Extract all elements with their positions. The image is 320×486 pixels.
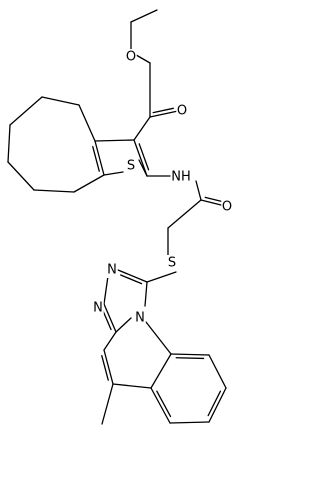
amide-carbonyl-oxygen-label-text: O — [222, 200, 232, 215]
triazole-n2-n3-bond — [103, 275, 109, 305]
cyclohept-bond-5 — [7, 161, 35, 191]
ester-c-o-double-bond-second — [152, 107, 174, 114]
thioether-sulfur-label: S — [166, 255, 178, 271]
amide-nitrogen-label-text: NH — [171, 170, 191, 185]
cyclohept-bond-2 — [41, 96, 80, 106]
benzene-bond-5 — [150, 387, 171, 424]
thioether-sulfur-label-text: S — [168, 256, 176, 271]
triazole-nitrogen-1-label-text: N — [107, 263, 117, 278]
thiophene-c2-c3-double-bond-second — [138, 143, 150, 171]
ester-ether-oxygen-label: O — [125, 49, 137, 65]
thiophene-c3a-c7a-double-bond — [94, 140, 105, 176]
cyclohept-bond-6 — [33, 189, 75, 193]
chemical-structure-diagram: O O S NH O S N N N — [7, 9, 233, 425]
benzene-bond-3 — [208, 387, 227, 423]
cyclohept-bond-1 — [78, 104, 96, 142]
triazole-n3-c3a-double-bond — [103, 303, 117, 333]
methyl-bond — [101, 383, 114, 425]
ethyl-ch3-bond — [130, 9, 158, 23]
bridgehead-nitrogen-label: N — [134, 310, 146, 326]
triazole-c1-n2-double-bond-second — [120, 274, 143, 285]
benzene-bond-5-second — [156, 390, 172, 418]
thiophene-c3-c3a-bond — [94, 139, 135, 142]
ester-carbonyl-oxygen-label: O — [176, 103, 188, 119]
bridgehead-nitrogen-label-text: N — [135, 311, 145, 326]
amide-c-o-double-bond-second — [204, 196, 224, 203]
nh-carbonyl-bond — [195, 180, 202, 201]
thiophene-c3a-c7a-double-bond-second — [92, 146, 100, 172]
cyclohept-bond-4 — [7, 124, 11, 163]
ester-ether-oxygen-label-text: O — [126, 50, 136, 65]
benzene-bond-2 — [208, 354, 227, 389]
amide-carbonyl-oxygen-label: O — [221, 199, 233, 215]
benzene-bond-1 — [170, 353, 210, 356]
benzene-bond-1-second — [175, 357, 205, 360]
pyridine-c9a-n-bond — [145, 321, 172, 355]
pyridine-c4-c5-double-bond-second — [101, 355, 109, 381]
ester-carbonyl-oxygen-label-text: O — [177, 104, 187, 119]
benzene-bond-4 — [169, 421, 210, 424]
atom-label-layer: O O S NH O S N N N — [92, 49, 233, 326]
carbonyl-ch2-bond — [167, 199, 202, 229]
triazole-c1-n2-double-bond — [117, 269, 148, 283]
pyridine-c4-c5-double-bond — [103, 349, 114, 385]
triazole-n4-c1-bond — [144, 281, 148, 307]
bond-layer — [7, 9, 227, 425]
amide-nitrogen-label: NH — [171, 169, 191, 185]
thiophene-sulfur-label: S — [125, 158, 137, 174]
triazole-c3a-n4-bond — [115, 317, 132, 333]
amide-c-o-double-bond — [200, 199, 226, 207]
triazole-nitrogen-2-label-text: N — [93, 301, 103, 316]
s-triazole-bond — [146, 271, 177, 283]
triazole-n3-c3a-double-bond-second — [101, 308, 112, 331]
pyridine-c3a-c4-bond — [103, 331, 117, 351]
thiophene-c3-carboxyl-bond — [133, 116, 151, 141]
pyridine-c5a-c9a-bond — [150, 353, 172, 389]
triazole-nitrogen-2-label: N — [92, 300, 104, 316]
cyclohept-bond-7 — [73, 174, 105, 193]
benzene-bond-3-second — [207, 390, 222, 417]
thiophene-c2-c3-double-bond — [133, 139, 148, 177]
ester-c-o-double-bond — [149, 110, 179, 118]
cyclohept-bond-3 — [9, 96, 43, 126]
thiophene-c7a-s-bond — [103, 171, 124, 176]
triazole-nitrogen-1-label: N — [106, 262, 118, 278]
thiophene-sulfur-label-text: S — [127, 159, 135, 174]
pyridine-c5-c5a-bond — [112, 383, 152, 389]
